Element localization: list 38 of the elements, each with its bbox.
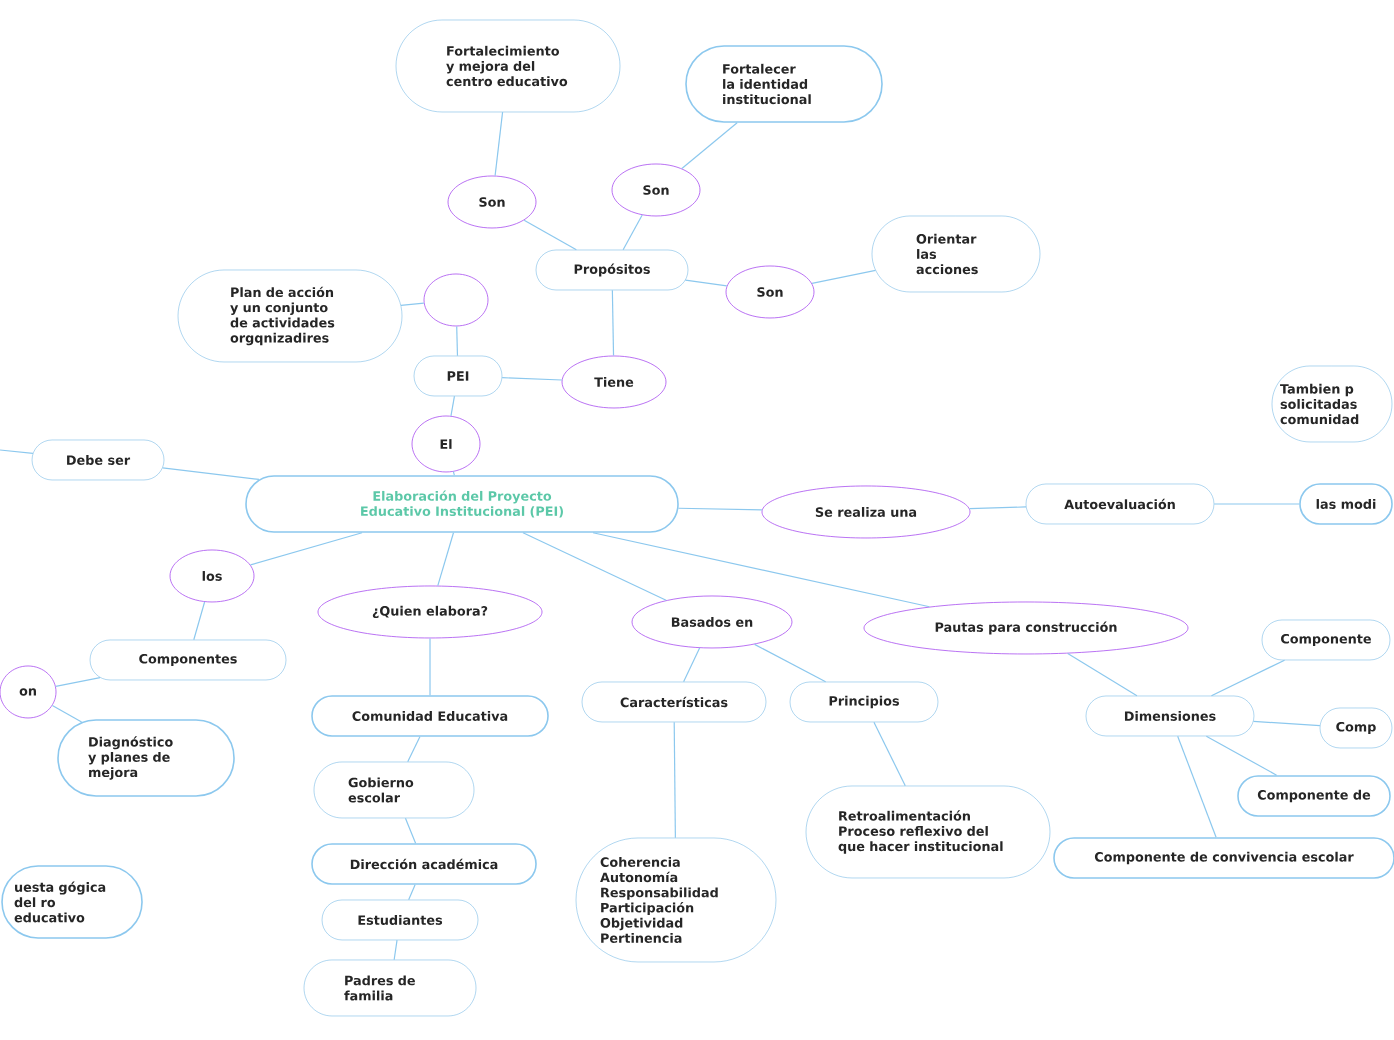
empty-circle <box>423 273 489 327</box>
connector-line <box>523 219 577 251</box>
connector-line <box>677 507 763 511</box>
connector-line <box>592 532 931 608</box>
connector-line <box>1067 652 1138 697</box>
connector-line <box>437 532 455 587</box>
connector-line <box>450 395 456 417</box>
connector-line <box>429 637 431 696</box>
connector-line <box>1210 659 1286 697</box>
connector-line <box>456 325 459 357</box>
connector-line <box>404 817 417 844</box>
connector-line <box>611 289 615 357</box>
connector-line <box>811 269 877 284</box>
connector-line <box>522 532 667 601</box>
connector-line <box>1252 720 1321 727</box>
connector-line <box>400 302 425 306</box>
connector-line <box>408 884 416 901</box>
connector-line <box>683 647 701 683</box>
connector-line <box>681 122 738 170</box>
connector-line <box>249 532 363 566</box>
connector-line <box>753 643 827 683</box>
connector-line <box>162 467 260 481</box>
connector-line <box>1205 735 1278 776</box>
connector-line <box>684 279 728 287</box>
connector-line <box>873 721 906 787</box>
connector-line <box>51 705 83 723</box>
connector-line <box>193 601 206 641</box>
connector-line <box>0 449 34 454</box>
connector-line <box>622 214 643 251</box>
connector-line <box>969 506 1027 510</box>
connector-line <box>494 111 504 177</box>
connector-line <box>673 721 676 839</box>
connector-line <box>501 377 563 381</box>
connector-line <box>1213 503 1300 505</box>
connector-line <box>55 676 101 687</box>
connector-line <box>393 939 398 961</box>
connector-line <box>407 736 421 763</box>
connector-line <box>1177 735 1217 838</box>
